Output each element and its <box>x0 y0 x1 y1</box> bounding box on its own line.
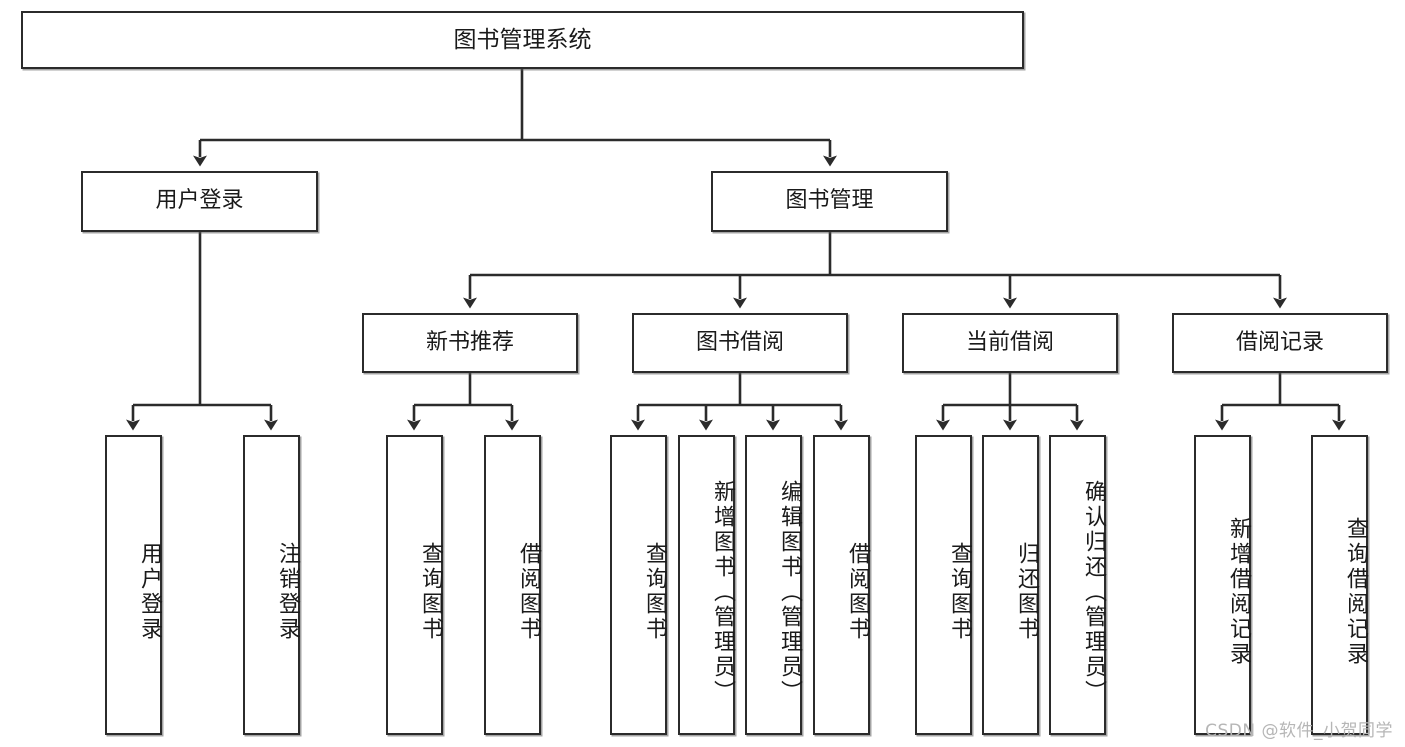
leaf-recommend-query-book[interactable]: 查询图书 <box>386 435 443 735</box>
leaf-borrow-add-book-admin[interactable]: 新增图书（管理员） <box>678 435 735 735</box>
node-current-borrow[interactable]: 当前借阅 <box>902 313 1118 373</box>
leaf-current-return-book[interactable]: 归还图书 <box>982 435 1039 735</box>
node-label: 当前借阅 <box>965 329 1054 355</box>
node-label: 借阅记录 <box>1235 329 1324 355</box>
node-user-login[interactable]: 用户登录 <box>81 171 318 232</box>
node-label: 借阅图书 <box>845 542 870 642</box>
node-root-library-system[interactable]: 图书管理系统 <box>21 11 1024 69</box>
node-label: 新增图书（管理员） <box>710 479 735 705</box>
node-label: 确认归还（管理员） <box>1081 479 1106 705</box>
node-book-borrow[interactable]: 图书借阅 <box>632 313 848 373</box>
node-label: 用户登录 <box>155 188 244 214</box>
leaf-current-confirm-return-admin[interactable]: 确认归还（管理员） <box>1049 435 1106 735</box>
leaf-user-login-signin[interactable]: 用户登录 <box>105 435 162 735</box>
leaf-borrow-edit-book-admin[interactable]: 编辑图书（管理员） <box>745 435 802 735</box>
leaf-borrow-query-book[interactable]: 查询图书 <box>610 435 667 735</box>
node-label: 查询图书 <box>418 542 443 642</box>
node-label: 图书管理系统 <box>453 26 592 53</box>
node-label: 查询图书 <box>947 542 972 642</box>
node-label: 编辑图书（管理员） <box>777 479 802 705</box>
node-label: 借阅图书 <box>516 542 541 642</box>
node-label: 用户登录 <box>137 542 162 642</box>
node-label: 查询借阅记录 <box>1343 517 1368 667</box>
node-label: 注销登录 <box>275 542 300 642</box>
leaf-record-add-record[interactable]: 新增借阅记录 <box>1194 435 1251 735</box>
node-book-management[interactable]: 图书管理 <box>711 171 948 232</box>
node-label: 新书推荐 <box>425 329 514 355</box>
leaf-record-query-record[interactable]: 查询借阅记录 <box>1311 435 1368 735</box>
node-label: 新增借阅记录 <box>1226 517 1251 667</box>
leaf-user-login-signout[interactable]: 注销登录 <box>243 435 300 735</box>
leaf-current-query-book[interactable]: 查询图书 <box>915 435 972 735</box>
leaf-borrow-borrow-book[interactable]: 借阅图书 <box>813 435 870 735</box>
node-label: 归还图书 <box>1014 542 1039 642</box>
node-new-book-recommend[interactable]: 新书推荐 <box>362 313 578 373</box>
node-borrow-record[interactable]: 借阅记录 <box>1172 313 1388 373</box>
leaf-recommend-borrow-book[interactable]: 借阅图书 <box>484 435 541 735</box>
node-label: 图书借阅 <box>695 329 784 355</box>
node-label: 图书管理 <box>785 188 874 214</box>
node-label: 查询图书 <box>642 542 667 642</box>
